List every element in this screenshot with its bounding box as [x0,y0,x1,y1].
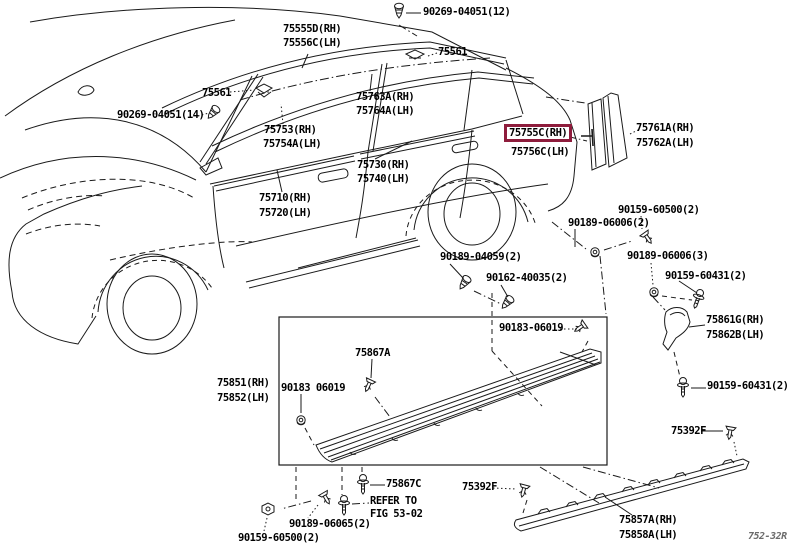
label-75720-lh[interactable]: 75720(LH) [259,207,312,219]
front-wheel [91,253,213,355]
label-75764a-lh[interactable]: 75764A(LH) [356,105,415,117]
label-75756c-lh[interactable]: 75756C(LH) [511,146,570,158]
rivet-icon-windshield [204,103,222,122]
label-grommet-90183-06019-right[interactable]: 90183-06019 [499,322,564,334]
label-75556c-lh[interactable]: 75556C(LH) [283,37,342,49]
grommet-icon-06019-left [296,415,306,426]
moulding-pad-drawing [662,307,691,351]
label-75761a-rh[interactable]: 75761A(RH) [636,122,695,134]
label-75861g-rh[interactable]: 75861G(RH) [706,314,765,326]
label-bolt-90159-60431-upper[interactable]: 90159-60431(2) [665,270,747,282]
fastener-icons [204,2,737,516]
label-75753-rh[interactable]: 75753(RH) [264,124,317,136]
grommet-icon-06006-left [590,247,600,258]
label-grommet-90183-06019-left[interactable]: 90183 06019 [281,382,346,394]
label-75561-rear[interactable]: 75561 [438,46,468,58]
label-clip-75392f-right[interactable]: 75392F [671,425,706,437]
label-75763a-rh[interactable]: 75763A(RH) [356,91,415,103]
label-75710-rh[interactable]: 75710(RH) [259,192,312,204]
label-75561-front[interactable]: 75561 [202,87,232,99]
label-screw-90159-60500-upper[interactable]: 90159-60500(2) [618,204,700,216]
label-75740-lh[interactable]: 75740(LH) [357,173,410,185]
refer-note-line1: REFER TO [370,495,417,507]
sill-protector-drawing [513,458,750,532]
label-75730-rh[interactable]: 75730(RH) [357,159,410,171]
bolt-icon-75867c [357,474,369,495]
label-clip-75392f-left[interactable]: 75392F [462,481,497,493]
label-rivet-90269-04051-14[interactable]: 90269-04051(14) [117,109,205,121]
rocker-moulding-drawing [315,348,602,463]
label-grommet-90189-06006-right[interactable]: 90189-06006(3) [627,250,709,262]
clip-icon-75392f-left [516,483,531,499]
label-bolt-90159-60431-lower[interactable]: 90159-60431(2) [707,380,789,392]
screw-icon-40035 [498,293,516,312]
refer-note-line2: FIG 53-02 [370,508,423,520]
label-grommet-90189-06065[interactable]: 90189-06065(2) [289,518,371,530]
grommet-icon-06006-right [649,287,659,298]
highlighted-part-callout-75755c[interactable]: 75755C(RH) [504,124,573,142]
label-75862b-lh[interactable]: 75862B(LH) [706,329,765,341]
label-grommet-90189-04059[interactable]: 90189-04059(2) [440,251,522,263]
car-body-outline [0,6,578,345]
rivet-icon-roof [394,2,404,19]
leader-lines [197,12,738,532]
label-bolt-75867c[interactable]: 75867C [386,478,421,490]
label-75555d-rh[interactable]: 75555D(RH) [283,23,342,35]
label-75762a-lh[interactable]: 75762A(LH) [636,137,695,149]
bolt-icon-60431-lower [677,377,689,398]
clip-icon-75392f-right [723,425,737,441]
fig-code: 752-32R [748,531,787,542]
label-75852-lh[interactable]: 75852(LH) [217,392,270,404]
bolt-icon-60500-lower [261,502,275,516]
label-clip-75867a[interactable]: 75867A [355,347,390,359]
label-75755c-rh[interactable]: 75755C(RH) [509,127,568,139]
rear-wheel [405,163,537,261]
roof-and-belt-mouldings [161,41,535,289]
clip-icon-75561-front [254,83,274,98]
clip-icon-75867a [360,377,377,394]
label-75851-rh[interactable]: 75851(RH) [217,377,270,389]
label-75858a-lh[interactable]: 75858A(LH) [619,529,678,541]
grommet-icon-06019-right [571,319,589,336]
bolt-icon-refer [338,495,350,516]
detail-box [278,316,608,466]
bolt-icon-60431-upper [688,287,707,311]
label-screw-90162-40035[interactable]: 90162-40035(2) [486,272,568,284]
grommet-icon-04059 [455,273,473,292]
rear-pillar-applique-drawing [545,92,628,171]
label-grommet-90189-06006-left[interactable]: 90189-06006(2) [568,217,650,229]
bolt-icon-60500-lower-center [265,506,271,512]
screw-icon-60500-upper [639,229,656,247]
label-75754a-lh[interactable]: 75754A(LH) [263,138,322,150]
label-rivet-90269-04051-12[interactable]: 90269-04051(12) [423,6,511,18]
clip-icon-06065 [318,490,335,507]
label-screw-90159-60500-lower[interactable]: 90159-60500(2) [238,532,320,544]
clip-icon-75561-rear [404,49,426,60]
label-75857a-rh[interactable]: 75857A(RH) [619,514,678,526]
